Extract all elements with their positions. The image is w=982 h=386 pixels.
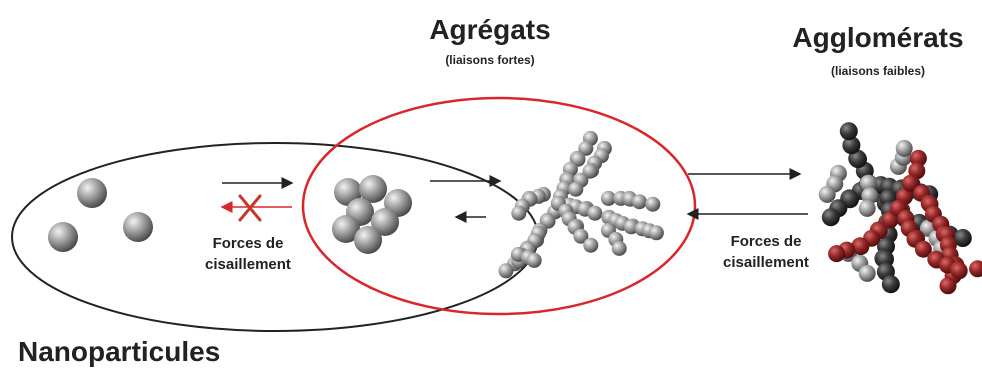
aggregate-particle <box>648 225 664 241</box>
agglomerate-particle-grey <box>895 139 913 157</box>
free-nanoparticles <box>48 178 153 252</box>
aggregate-particle <box>631 194 647 210</box>
agglomerate-particle-grey <box>859 174 877 192</box>
aggregates-subtitle: (liaisons fortes) <box>445 53 535 67</box>
aggregates-title: Agrégats <box>429 14 551 45</box>
nanoparticle <box>48 222 78 252</box>
aggregate-particle <box>578 140 594 156</box>
agglomerate-particle-grey <box>818 185 836 203</box>
aggregate-particle <box>645 196 661 212</box>
red-cross-icon <box>238 194 262 222</box>
shear-forces-left: Forces de cisaillement <box>188 233 308 275</box>
agglomerate <box>818 122 982 295</box>
agglomerate-particle-red <box>969 260 982 278</box>
aggregate-particle <box>573 228 589 244</box>
shear-forces-left-line2: cisaillement <box>205 256 291 273</box>
aggregate-particle <box>511 205 527 221</box>
agglomerate-particle-dark <box>821 208 840 227</box>
shear-forces-left-line1: Forces de <box>212 235 284 252</box>
agglomerate-particle-dark <box>881 275 900 294</box>
agglomerate-particle-red <box>909 149 927 167</box>
agglomerate-particle-grey <box>858 264 876 282</box>
agglomerate-particle-dark <box>953 229 972 247</box>
aggregate-particle <box>498 263 514 279</box>
nanoparticle <box>123 212 153 242</box>
agglomerate-particle-red <box>914 240 932 258</box>
nanoparticles-title: Nanoparticules <box>18 336 221 367</box>
nanoparticle <box>77 178 107 208</box>
aggregates-ellipse <box>301 96 697 316</box>
small-aggregate <box>332 175 412 254</box>
agglomerate-particle-dark <box>839 122 858 141</box>
agglomerate-particle-red <box>939 277 957 295</box>
agglomerate-particle-dark <box>849 150 867 169</box>
aggregate-particle <box>526 252 542 268</box>
agglomerate-particle-red <box>901 174 919 192</box>
aggregate-particle <box>583 237 599 253</box>
shear-forces-right-line2: cisaillement <box>723 254 809 271</box>
large-aggregate <box>498 130 664 279</box>
agglomerate-particle-grey <box>858 199 876 217</box>
aggregate-particle <box>611 240 627 256</box>
agglomerate-particle-red <box>828 245 846 263</box>
shear-forces-right: Forces de cisaillement <box>706 231 826 273</box>
shear-forces-right-line1: Forces de <box>730 233 802 250</box>
aggregate-particle <box>623 219 639 235</box>
agglomerate-particle-red <box>852 238 870 256</box>
agglomerate-particle-dark <box>842 136 861 155</box>
aggregate-particle <box>568 181 584 197</box>
aggregate-particle <box>600 190 616 206</box>
aggregate-particle <box>587 205 603 221</box>
agglomerates-title: Agglomérats <box>792 22 964 53</box>
agglomerate-particle-red <box>950 262 968 280</box>
agglomerates-subtitle: (liaisons faibles) <box>830 64 926 78</box>
